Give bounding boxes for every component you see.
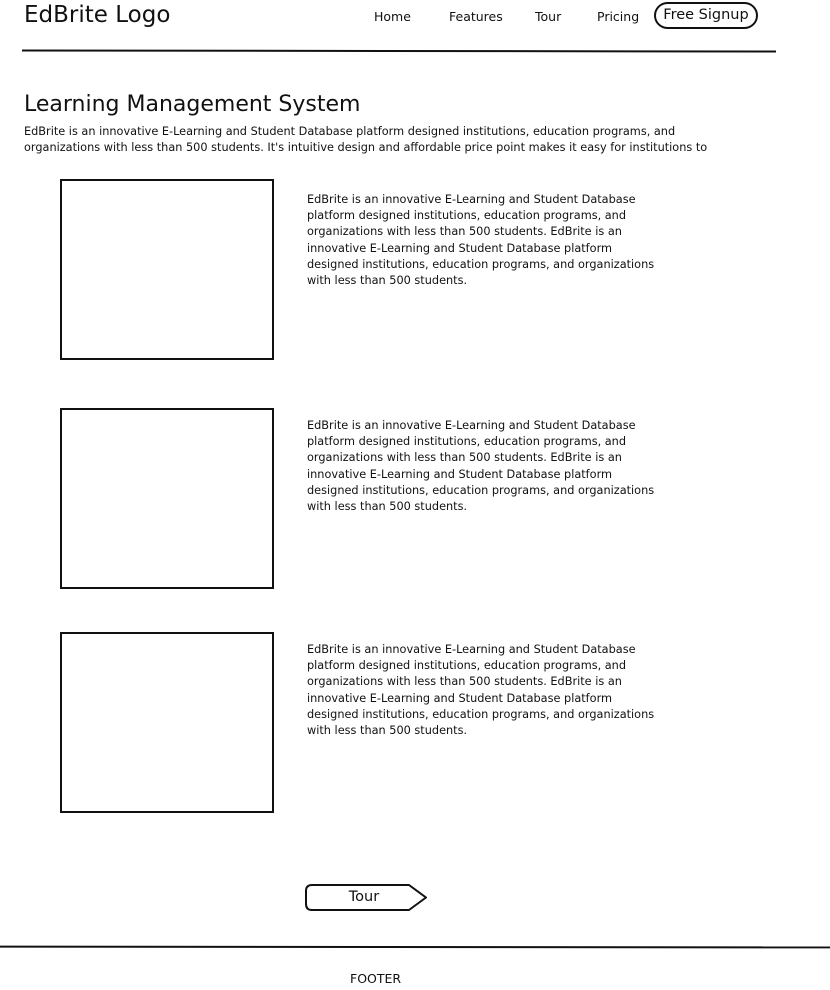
- feature-description: EdBrite is an innovative E-Learning and …: [307, 419, 655, 514]
- footer-divider: [0, 945, 830, 949]
- intro-paragraph: EdBrite is an innovative E-Learning and …: [24, 125, 708, 154]
- feature-image-placeholder: [60, 408, 274, 589]
- feature-image-placeholder: [60, 179, 274, 360]
- page-title: Learning Management System: [24, 92, 361, 117]
- nav-link-features[interactable]: Features: [449, 9, 503, 24]
- header-divider: [21, 49, 777, 53]
- feature-image-placeholder: [60, 632, 274, 813]
- footer-label: FOOTER: [350, 971, 402, 986]
- nav-link-tour[interactable]: Tour: [535, 9, 562, 24]
- free-signup-button[interactable]: Free Signup: [654, 2, 758, 29]
- tour-button-shape: [305, 884, 427, 911]
- nav-link-home[interactable]: Home: [374, 9, 411, 24]
- feature-description: EdBrite is an innovative E-Learning and …: [307, 643, 655, 738]
- feature-description: EdBrite is an innovative E-Learning and …: [307, 193, 655, 288]
- tour-button[interactable]: Tour: [305, 884, 429, 912]
- site-logo[interactable]: EdBrite Logo: [24, 2, 171, 28]
- nav-link-pricing[interactable]: Pricing: [597, 9, 640, 24]
- tour-button-label: Tour: [348, 889, 380, 905]
